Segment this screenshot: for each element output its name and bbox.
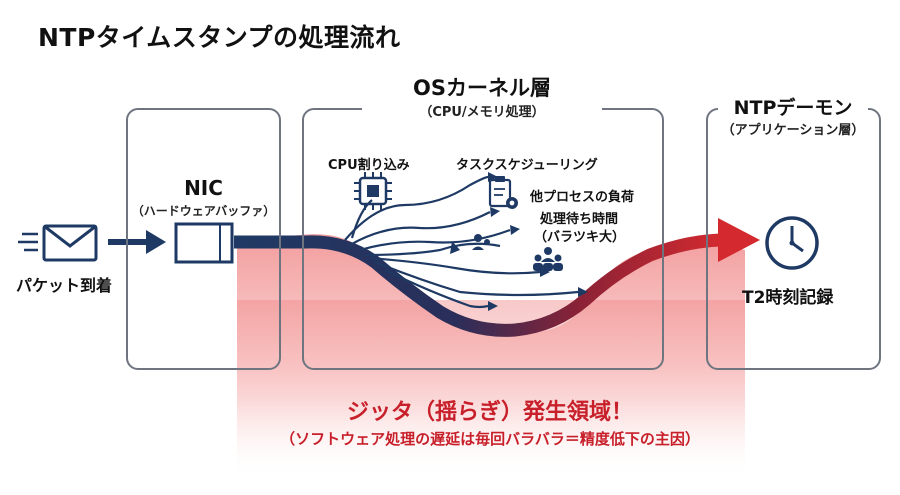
wait-time-label: 処理待ち時間 xyxy=(540,212,619,227)
nic-title: NIC xyxy=(184,176,223,200)
cpu-chip-icon xyxy=(354,172,392,210)
os-kernel-subtitle: （CPU/メモリ処理） xyxy=(362,101,602,120)
branch-path xyxy=(349,211,491,246)
page-title: NTPタイムスタンプの処理流れ xyxy=(38,23,401,52)
jitter-zone-subtitle: （ソフトウェア処理の遅延は毎回バラバラ＝精度低下の主因） xyxy=(280,430,700,448)
packet-arrival-label: パケット到着 xyxy=(16,276,113,295)
crowd-icon xyxy=(533,247,563,271)
branch-path xyxy=(364,242,501,257)
task-scheduling-label: タスクスケジューリング xyxy=(456,158,598,173)
branch-path xyxy=(369,256,541,275)
envelope-icon xyxy=(42,224,98,262)
jitter-zone-title: ジッタ（揺らぎ）発生領域！ xyxy=(346,400,633,425)
buffer-icon xyxy=(174,222,234,264)
t2-record-label: T2時刻記録 xyxy=(742,288,834,308)
cpu-interrupt-label: CPU割り込み xyxy=(328,158,410,173)
branch-path xyxy=(359,228,511,252)
other-process-load-label: 他プロセスの負荷 xyxy=(530,190,635,205)
branch-path xyxy=(344,175,489,241)
os-kernel-title: OSカーネル層 xyxy=(413,76,551,100)
nic-box xyxy=(126,108,281,370)
branch-path xyxy=(384,269,489,309)
wait-time-variance-label: （バラツキ大） xyxy=(534,230,626,245)
main-flow-path xyxy=(234,233,726,337)
arrow-packet-to-nic xyxy=(108,230,166,254)
ntp-daemon-title: NTPデーモン xyxy=(718,93,868,120)
clipboard-icon xyxy=(488,176,518,209)
clock-icon xyxy=(765,216,819,270)
process-people-icon xyxy=(472,234,490,250)
ntp-daemon-subtitle: （アプリケーション層） xyxy=(721,123,865,138)
main-flow-arrowhead xyxy=(718,218,760,262)
branch-paths xyxy=(344,175,579,309)
branch-path xyxy=(374,260,579,297)
ntp-daemon-box xyxy=(706,108,881,370)
nic-subtitle: （ハードウェアバッファ） xyxy=(131,204,276,218)
branch-path xyxy=(350,199,373,239)
